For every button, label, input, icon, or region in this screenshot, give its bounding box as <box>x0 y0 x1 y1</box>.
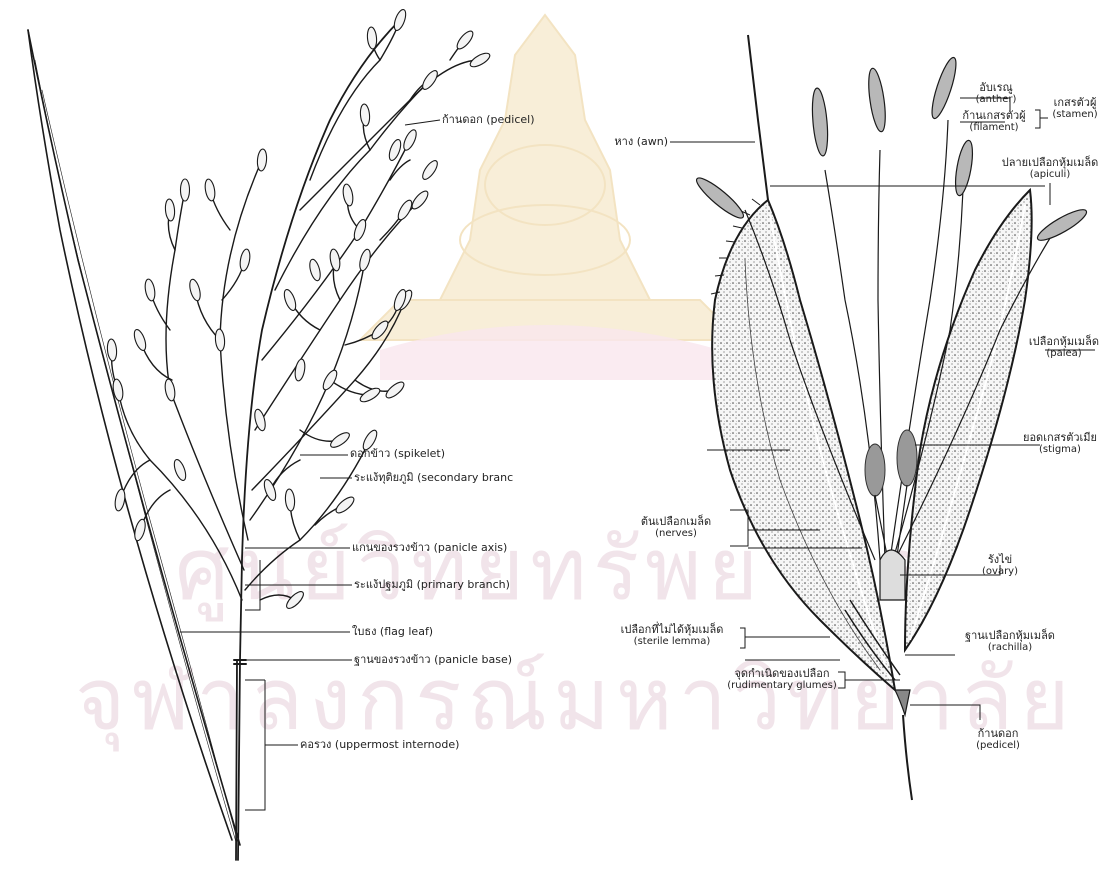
label-stamen-th: เกสรตัวผู้ <box>1054 96 1097 109</box>
label-ovary: รังไข่ (ovary) <box>982 554 1018 578</box>
label-apiculi-th: ปลายเปลือกหุ้มเมล็ด <box>1002 156 1099 169</box>
label-palea: เปลือกหุ้มเมล็ด (palea) <box>1029 336 1099 360</box>
label-filament-th: ก้านเกสรตัวผู้ <box>962 109 1025 122</box>
label-flower-pedicel-th: ก้านดอก <box>978 727 1019 740</box>
label-apiculi-en: (apiculi) <box>1002 169 1099 181</box>
label-filament-en: (filament) <box>962 122 1025 134</box>
label-filament: ก้านเกสรตัวผู้ (filament) <box>962 110 1025 134</box>
label-glumes-th: จุดกำเนิดของเปลือก <box>734 667 829 680</box>
label-stamen: เกสรตัวผู้ (stamen) <box>1052 97 1097 121</box>
label-stamen-en: (stamen) <box>1052 109 1097 121</box>
label-awn: หาง (awn) <box>614 136 668 148</box>
label-nerves-en: (nerves) <box>641 528 711 540</box>
label-rachilla-th: ฐานเปลือกหุ้มเมล็ด <box>965 629 1055 642</box>
label-rachilla-en: (rachilla) <box>965 642 1055 654</box>
label-ovary-th: รังไข่ <box>988 553 1012 566</box>
label-nerves-th: ต้นเปลือกเมล็ด <box>641 515 711 528</box>
label-rudimentary-glumes: จุดกำเนิดของเปลือก (rudimentary glumes) <box>727 668 836 692</box>
label-flower-pedicel: ก้านดอก (pedicel) <box>976 728 1020 752</box>
label-sterile-en: (sterile lemma) <box>621 636 724 648</box>
label-glumes-en: (rudimentary glumes) <box>727 680 836 692</box>
label-apiculi: ปลายเปลือกหุ้มเมล็ด (apiculi) <box>1002 157 1099 181</box>
label-anther-th: อับเรณู <box>979 81 1012 94</box>
label-stigma-en: (stigma) <box>1023 444 1097 456</box>
label-palea-en: (palea) <box>1029 348 1099 360</box>
label-anther: อับเรณู (anther) <box>976 82 1017 106</box>
label-sterile-th: เปลือกที่ไม่ได้หุ้มเมล็ด <box>621 623 724 636</box>
label-stigma: ยอดเกสรตัวเมีย (stigma) <box>1023 432 1097 456</box>
label-stigma-th: ยอดเกสรตัวเมีย <box>1023 431 1097 444</box>
label-flower-pedicel-en: (pedicel) <box>976 740 1020 752</box>
label-palea-th: เปลือกหุ้มเมล็ด <box>1029 335 1099 348</box>
label-sterile-lemma: เปลือกที่ไม่ได้หุ้มเมล็ด (sterile lemma) <box>621 624 724 648</box>
label-ovary-en: (ovary) <box>982 566 1018 578</box>
label-nerves: ต้นเปลือกเมล็ด (nerves) <box>641 516 711 540</box>
label-rachilla: ฐานเปลือกหุ้มเมล็ด (rachilla) <box>965 630 1055 654</box>
label-anther-en: (anther) <box>976 94 1017 106</box>
